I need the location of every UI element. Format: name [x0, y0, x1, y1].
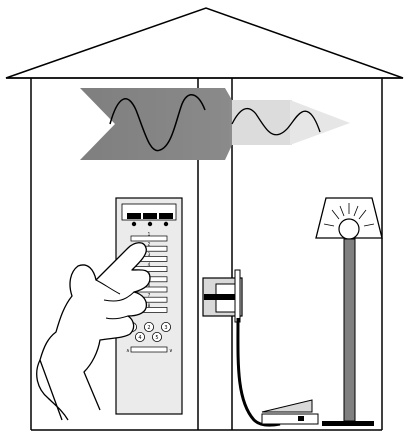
remote-round-key[interactable]: 4 [134, 331, 145, 342]
pointing-hand-icon [36, 242, 151, 421]
receiver-box [261, 413, 319, 425]
bulb-glass [338, 218, 360, 240]
remote-dim-slider[interactable] [130, 346, 168, 353]
remote-round-key-circle[interactable] [134, 331, 145, 342]
receiver-wedge [261, 399, 313, 413]
remote-display-2 [143, 213, 157, 219]
remote-button-label: 1 [148, 231, 151, 236]
remote-control: 12345678 12345 ∧ ∨ [115, 197, 183, 415]
remote-round-key-circle[interactable] [160, 321, 171, 332]
remote-button-label: 6 [148, 282, 151, 287]
remote-round-key[interactable]: 3 [160, 321, 171, 332]
remote-dim-down-label: ∧ [126, 348, 130, 354]
remote-led-3 [163, 221, 169, 227]
sine-wave-strong [109, 94, 206, 152]
power-cable [236, 317, 281, 427]
remote-round-key[interactable]: 5 [151, 331, 162, 342]
remote-display-3 [159, 213, 173, 219]
house-roof [5, 7, 404, 79]
hand-cuff [36, 359, 69, 421]
lamp-base [322, 421, 374, 426]
remote-button-label: 8 [148, 303, 151, 308]
remote-led-2 [147, 221, 153, 227]
wall-switch-side [234, 269, 241, 323]
lamp-receiver-module [261, 399, 319, 425]
remote-round-key-circle[interactable] [143, 321, 154, 332]
remote-round-key-label: 4 [138, 335, 141, 341]
bulb-rays [323, 203, 375, 227]
sine-wave-weak [231, 107, 321, 136]
hand-finger-lines [95, 279, 135, 320]
lamp-shade [315, 197, 383, 239]
wall-switch [202, 269, 243, 323]
remote-button[interactable]: 1 [130, 231, 168, 242]
signal-banner [80, 88, 350, 160]
remote-display-1 [127, 213, 141, 219]
remote-button-label: 3 [148, 252, 151, 257]
remote-button-label: 2 [148, 242, 151, 247]
hand-outline [39, 242, 151, 421]
remote-round-key[interactable]: 2 [143, 321, 154, 332]
lamp-pole [343, 238, 356, 422]
remote-dim-up-label: ∨ [169, 348, 173, 354]
remote-round-key-label: 5 [155, 335, 158, 341]
remote-button-label: 4 [148, 262, 151, 267]
floor-lamp [315, 197, 383, 426]
remote-round-key-label: 3 [164, 325, 167, 331]
signal-arrow-head [290, 100, 350, 145]
wall-switch-rocker[interactable] [204, 294, 238, 300]
remote-round-key-circle[interactable] [151, 331, 162, 342]
receiver-plug [298, 416, 304, 421]
remote-button-key[interactable] [130, 235, 168, 242]
remote-round-key-label: 2 [147, 325, 150, 331]
remote-led-1 [131, 221, 137, 227]
remote-button-label: 7 [148, 293, 151, 298]
